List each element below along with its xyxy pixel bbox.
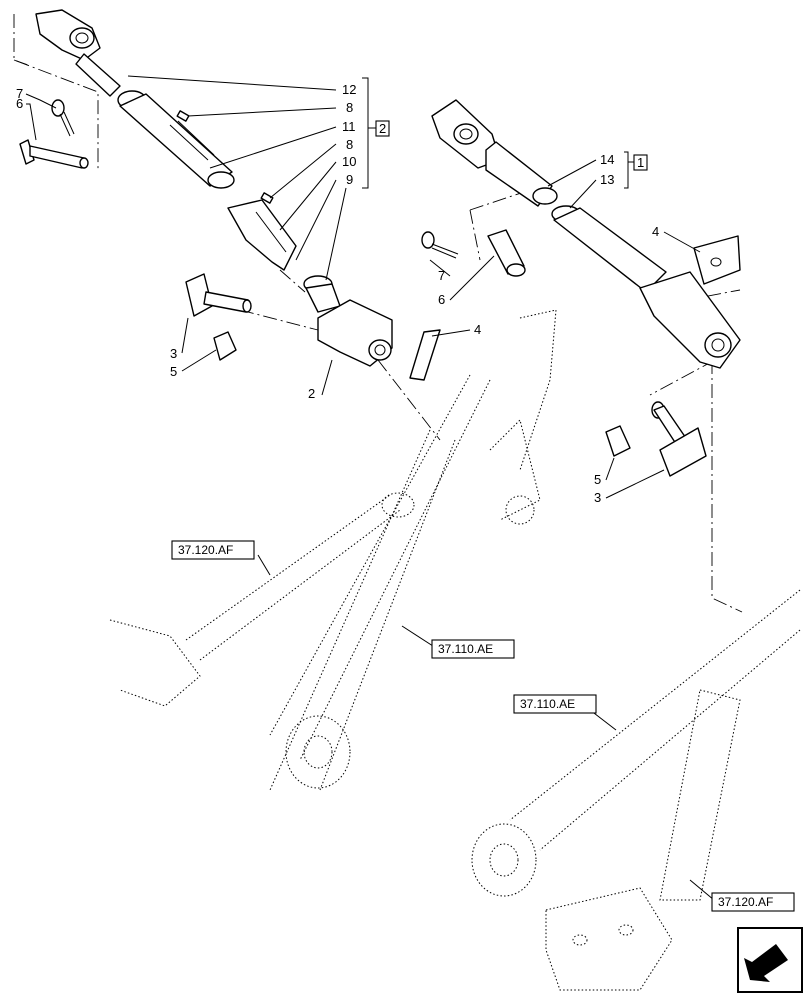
pin-and-clip-right-low [605, 401, 707, 477]
reference-box-37-120-af-top[interactable]: 37.120.AF [171, 540, 255, 560]
assembly-box-2: 2 [375, 120, 390, 137]
tractor-linkage-right-dotted [471, 589, 801, 991]
callout-9: 9 [346, 172, 353, 187]
assembly-box-1: 1 [633, 154, 648, 171]
bracket-assembly-1 [624, 151, 634, 189]
callout-14: 14 [600, 152, 614, 167]
leader-lines [25, 75, 715, 901]
top-link-assembly-right [431, 99, 741, 369]
callout-6: 6 [16, 96, 23, 111]
pin-and-clip-left-top [19, 99, 89, 169]
svg-text:37.110.AE: 37.110.AE [520, 697, 575, 711]
callout-3: 3 [594, 490, 601, 505]
wedge-plate-mid [409, 329, 441, 381]
callout-7: 7 [438, 268, 445, 283]
next-page-arrow-icon[interactable] [737, 927, 803, 993]
callout-7: 7 [16, 86, 23, 101]
callout-10: 10 [342, 154, 356, 169]
callout-5: 5 [594, 472, 601, 487]
wedge-plate-hole [710, 257, 722, 267]
pin-and-clip-left-mid [185, 273, 252, 361]
pin-and-clip-right-mid [421, 229, 526, 277]
top-link-assembly-left [35, 9, 393, 367]
callout-2: 2 [308, 386, 315, 401]
callout-4: 4 [652, 224, 659, 239]
callout-5: 5 [170, 364, 177, 379]
callout-8: 8 [346, 100, 353, 115]
callout-13: 13 [600, 172, 614, 187]
callout-11: 11 [342, 119, 356, 134]
callout-numbers: 12 8 11 8 10 9 7 6 3 5 2 4 14 13 7 6 4 5… [16, 82, 659, 505]
reference-box-37-110-ae-right[interactable]: 37.110.AE [513, 694, 597, 714]
svg-text:37.120.AF: 37.120.AF [718, 895, 773, 909]
bracket-assembly-2 [362, 77, 376, 189]
reference-box-37-110-ae-mid[interactable]: 37.110.AE [431, 639, 515, 659]
svg-text:37.120.AF: 37.120.AF [178, 543, 233, 557]
svg-text:37.110.AE: 37.110.AE [438, 642, 493, 656]
callout-12: 12 [342, 82, 356, 97]
reference-box-37-120-af-bottom[interactable]: 37.120.AF [711, 892, 795, 912]
callout-4: 4 [474, 322, 481, 337]
wedge-plate-right [693, 235, 741, 285]
svg-text:1: 1 [637, 155, 644, 170]
callout-8: 8 [346, 137, 353, 152]
callout-6: 6 [438, 292, 445, 307]
callout-3: 3 [170, 346, 177, 361]
svg-text:2: 2 [379, 121, 386, 136]
tractor-linkage-left-dotted [109, 309, 557, 791]
